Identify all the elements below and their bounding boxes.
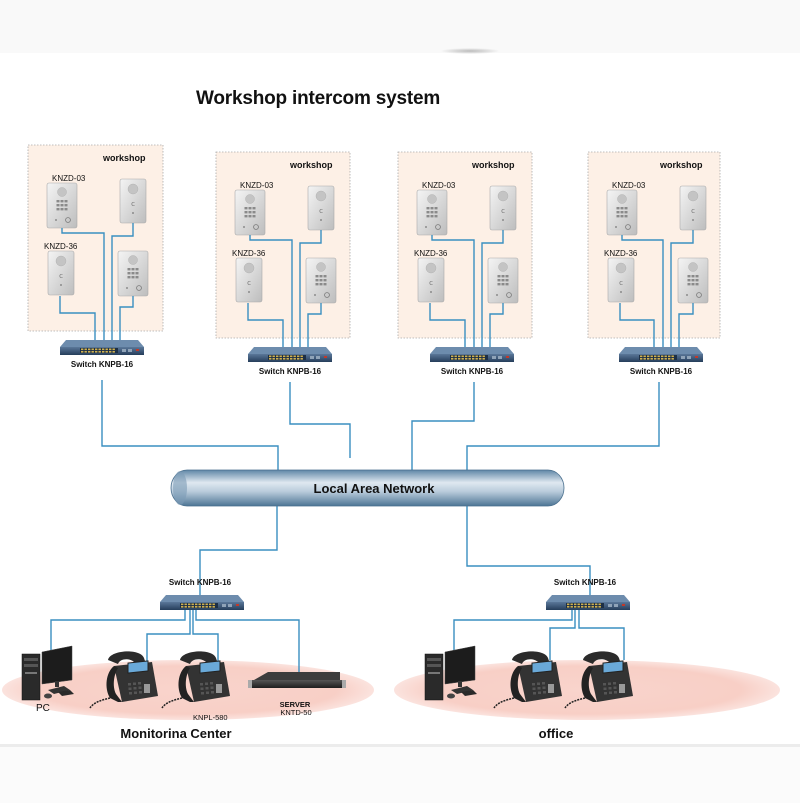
keypad-model-label: KNZD-03: [612, 181, 646, 190]
workshop-cables: [247, 230, 322, 349]
phone-model-label: KNPL-580: [193, 713, 228, 722]
office: Switch KNPB-16 office: [424, 578, 634, 741]
cable-switch3-lan: [411, 382, 475, 470]
workshop-area: [397, 151, 533, 339]
simple-intercom-icon: [607, 257, 635, 303]
workshop-label: workshop: [659, 160, 703, 170]
top-background-band: [0, 0, 800, 54]
server-icon: [248, 672, 346, 688]
monitoring-center: Switch KNPB-16 PC KNPL-580 SERVER KNTD-5…: [21, 578, 346, 741]
switch-icon: [430, 347, 514, 362]
lan-backbone: Local Area Network: [170, 469, 565, 507]
workshop-cables: [619, 230, 694, 349]
simple-intercom-icon: [417, 257, 445, 303]
office-label: office: [539, 726, 574, 741]
workshop-label: workshop: [289, 160, 333, 170]
simple-intercom-icon: [489, 185, 517, 231]
uplink-cables: [101, 380, 660, 596]
pc-label: PC: [36, 703, 50, 714]
workshop-area: [27, 144, 164, 332]
keypad-intercom-icon: [606, 189, 638, 236]
lan-tube-end: [173, 471, 187, 505]
switch-icon: [248, 347, 332, 362]
cable-switch2-lan: [289, 382, 351, 458]
simple-intercom-icon: [679, 185, 707, 231]
simple-model-label: KNZD-36: [44, 242, 78, 251]
keypad-intercom-icon: [305, 257, 337, 304]
decorative-smudge: [440, 48, 500, 54]
office-lan-cables: [453, 610, 625, 660]
workshop-cables: [59, 223, 134, 342]
keypad-intercom-icon: [117, 250, 149, 297]
keypad-intercom-icon: [677, 257, 709, 304]
monitoring-switch-label: Switch KNPB-16: [169, 578, 232, 587]
monitoring-lan-cables: [50, 610, 300, 672]
workshop-label: workshop: [102, 153, 146, 163]
workshop-area: [587, 151, 721, 339]
cable-lan-monitoring: [199, 506, 278, 596]
workshop-cables: [429, 230, 504, 349]
diagram-title: Workshop intercom system: [196, 88, 441, 109]
lan-label: Local Area Network: [314, 481, 436, 496]
keypad-model-label: KNZD-03: [240, 181, 274, 190]
keypad-model-label: KNZD-03: [422, 181, 456, 190]
simple-model-label: KNZD-36: [232, 249, 266, 258]
lan-tube: [170, 469, 565, 507]
workshop-area: [215, 151, 351, 339]
keypad-intercom-icon: [416, 189, 448, 236]
simple-model-label: KNZD-36: [414, 249, 448, 258]
switch-icon: [619, 347, 703, 362]
server-label: SERVER: [280, 700, 311, 709]
keypad-intercom-icon: [234, 189, 266, 236]
simple-intercom-icon: [307, 185, 335, 231]
simple-intercom-icon: [119, 178, 147, 224]
switch-label: Switch KNPB-16: [441, 367, 504, 376]
switch-icon: [60, 340, 144, 355]
workshop-label: workshop: [471, 160, 515, 170]
keypad-intercom-icon: [487, 257, 519, 304]
monitoring-switch-icon: [160, 595, 244, 610]
keypad-model-label: KNZD-03: [52, 174, 86, 183]
cable-switch4-lan: [466, 382, 660, 470]
switch-label: Switch KNPB-16: [71, 360, 134, 369]
monitoring-center-label: Monitorina Center: [120, 726, 231, 741]
simple-intercom-icon: [47, 250, 75, 296]
simple-model-label: KNZD-36: [604, 249, 638, 258]
keypad-intercom-icon: [46, 182, 78, 229]
switch-label: Switch KNPB-16: [259, 367, 322, 376]
cable-switch1-lan: [101, 380, 279, 470]
office-switch-label: Switch KNPB-16: [554, 578, 617, 587]
switch-label: Switch KNPB-16: [630, 367, 693, 376]
cable-lan-office: [466, 506, 591, 596]
simple-intercom-icon: [235, 257, 263, 303]
office-switch-icon: [546, 595, 630, 610]
server-model-label: KNTD-50: [280, 708, 311, 717]
bottom-background-band: [0, 744, 800, 803]
